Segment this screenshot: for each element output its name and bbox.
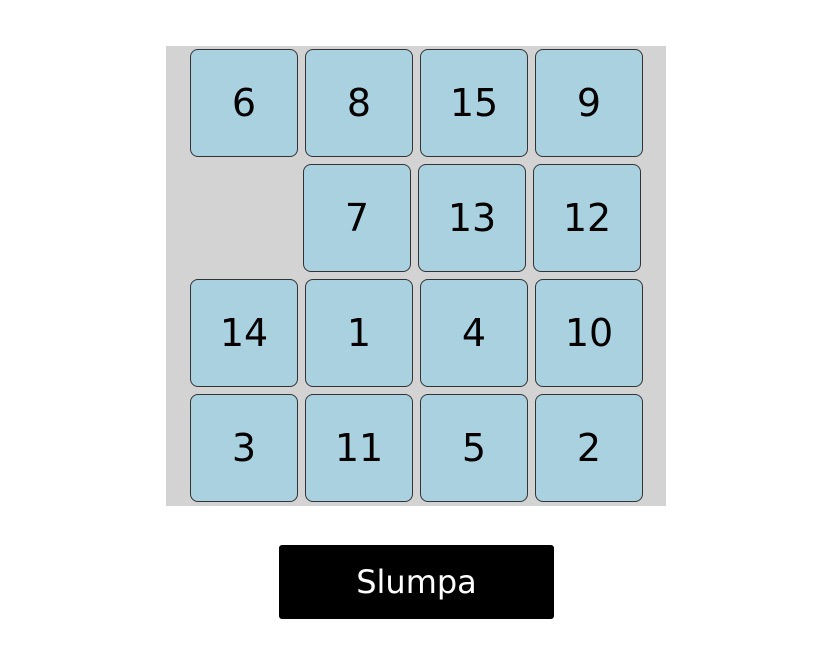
tile[interactable]: 15 xyxy=(420,49,528,157)
tile[interactable]: 1 xyxy=(305,279,413,387)
puzzle-board: 6 8 15 9 7 13 12 14 1 4 10 3 11 5 2 xyxy=(166,46,666,506)
tile[interactable]: 9 xyxy=(535,49,643,157)
tile[interactable]: 5 xyxy=(420,394,528,502)
tile[interactable]: 13 xyxy=(418,164,526,272)
tile[interactable]: 3 xyxy=(190,394,298,502)
tile[interactable]: 2 xyxy=(535,394,643,502)
tile[interactable]: 7 xyxy=(303,164,411,272)
tile[interactable]: 4 xyxy=(420,279,528,387)
tile[interactable]: 14 xyxy=(190,279,298,387)
shuffle-button[interactable]: Slumpa xyxy=(279,545,554,619)
tile[interactable]: 8 xyxy=(305,49,413,157)
tile[interactable]: 12 xyxy=(533,164,641,272)
tile[interactable]: 6 xyxy=(190,49,298,157)
tile[interactable]: 11 xyxy=(305,394,413,502)
tile[interactable]: 10 xyxy=(535,279,643,387)
